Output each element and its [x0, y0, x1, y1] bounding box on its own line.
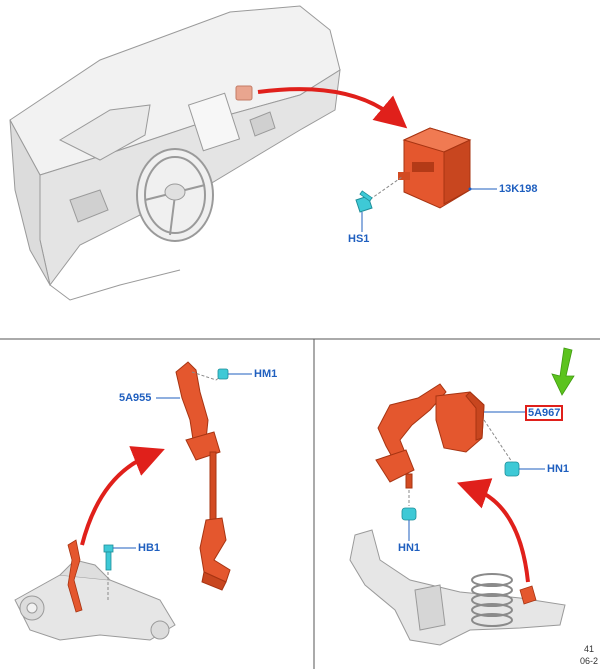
- date-fragment: 06-2: [580, 656, 599, 666]
- nut-hm1: [191, 368, 252, 381]
- height-sensor-5a955: [175, 361, 231, 591]
- screw-hs1: [355, 176, 403, 232]
- headlamp-leveling-module-13k198: [398, 127, 497, 209]
- module-location-highlight: [235, 85, 253, 101]
- steering-wheel: [136, 148, 214, 242]
- callout-hb1: HB1: [138, 542, 161, 554]
- red-curved-arrow-icon: [456, 478, 530, 583]
- nut-hn1-lower: [401, 490, 417, 541]
- bolt-hb1: [103, 544, 136, 600]
- callout-13k198: 13K198: [499, 183, 538, 195]
- callout-hn1-upper: HN1: [547, 463, 570, 475]
- height-sensor-5a967: [375, 383, 485, 489]
- page-number: 41: [584, 644, 595, 654]
- callout-5a955: 5A955: [119, 392, 152, 404]
- rear-suspension-assembly: [349, 529, 566, 646]
- callout-hn1-lower: HN1: [398, 542, 421, 554]
- coil-spring: [471, 573, 513, 627]
- callout-hm1: HM1: [254, 368, 278, 380]
- sensor-5a955-mounted: [67, 539, 83, 613]
- green-arrow-icon: [551, 347, 575, 396]
- nut-hn1-upper: [483, 419, 545, 477]
- callout-hs1: HS1: [348, 233, 370, 245]
- callout-5a967: 5A967: [525, 405, 564, 421]
- front-suspension-arm: [14, 559, 176, 641]
- sensor-5a967-mounted: [519, 585, 537, 605]
- red-curved-arrow-icon: [80, 446, 165, 546]
- red-curved-arrow-icon: [257, 87, 408, 129]
